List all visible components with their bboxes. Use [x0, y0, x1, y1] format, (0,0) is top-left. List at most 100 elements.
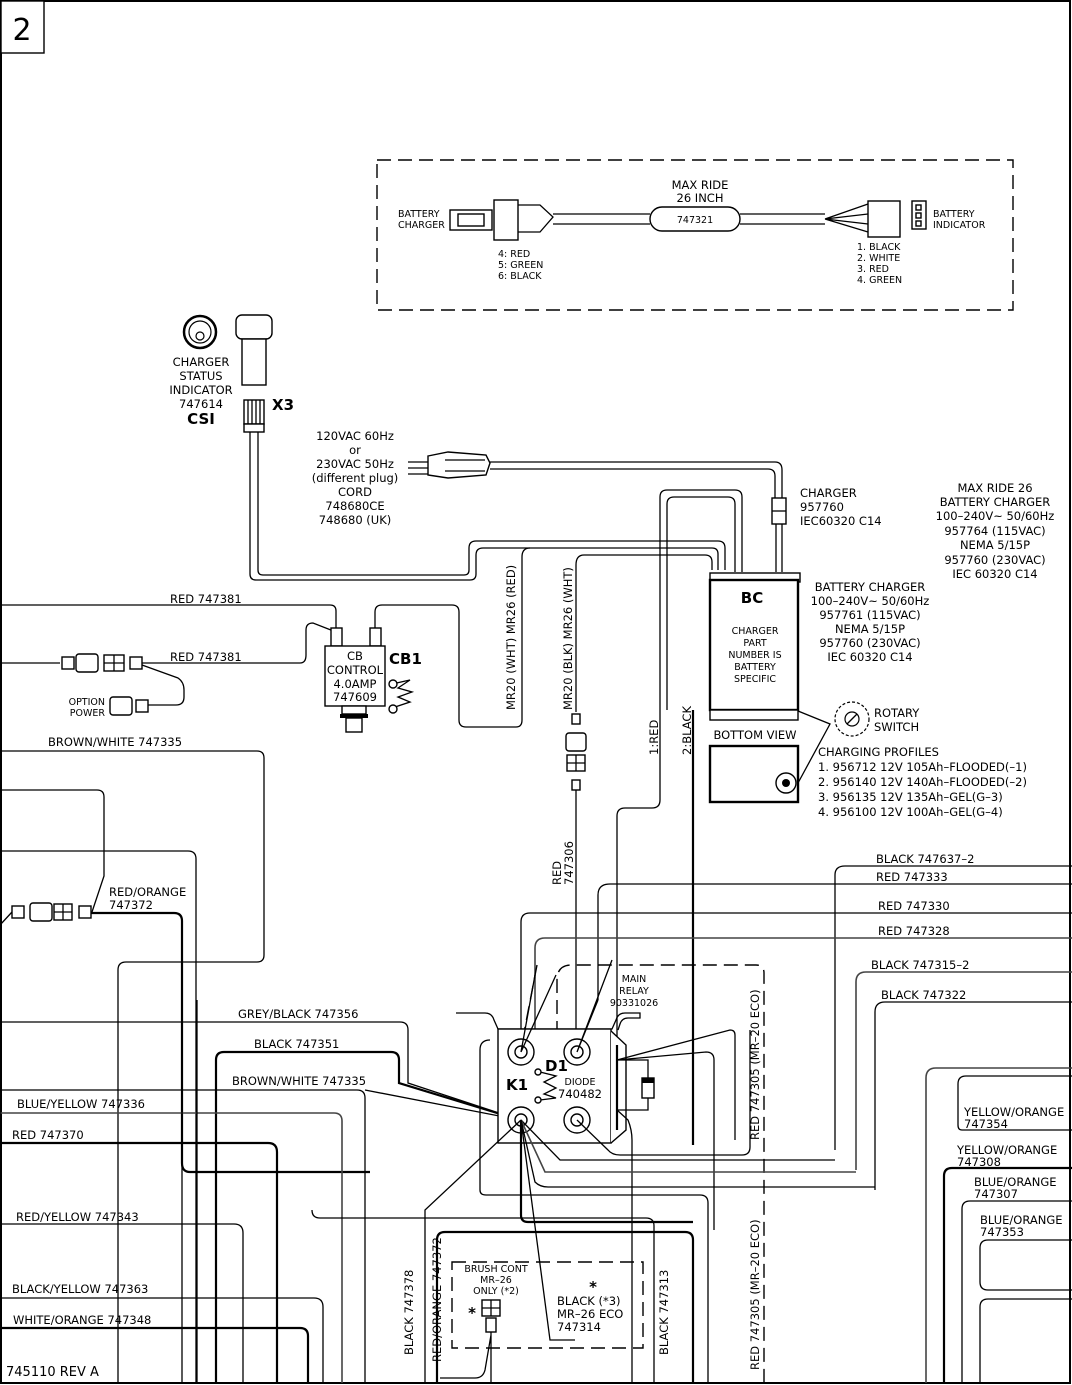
- wire-black-747315-2: [855, 971, 1072, 1170]
- wire-label-yellow-orange-747308-1: YELLOW/ORANGE: [956, 1143, 1057, 1157]
- max-ride-label-6: 957760 (230VAC): [944, 553, 1045, 567]
- rotary-switch-dot: [782, 779, 790, 787]
- wire-label-white-orange-747348: WHITE/ORANGE 747348: [13, 1313, 151, 1327]
- wire-label-red-orange-1: RED/ORANGE: [109, 885, 186, 899]
- indicator-pin-2: 2. WHITE: [857, 253, 900, 264]
- wire-far-right-inner: [979, 1298, 1072, 1383]
- main-relay-body: [456, 1012, 641, 1144]
- indicator-pin-1: 1. BLACK: [857, 242, 901, 253]
- charger-label-1: BATTERY CHARGER: [815, 580, 926, 594]
- x3-ref: X3: [272, 396, 294, 414]
- charger-inner-4: BATTERY: [734, 662, 776, 673]
- battery-charger-box: [708, 578, 800, 712]
- x3-connector-icon: [243, 399, 265, 433]
- inset-right-label-1: BATTERY: [933, 209, 975, 220]
- wire-red-747330: [520, 912, 1072, 1040]
- drawing-id: 745110 REV A: [6, 1365, 99, 1380]
- relay-top-wires: [520, 959, 613, 1053]
- csi-wire-outer: [249, 432, 719, 581]
- inset-left-label-2: CHARGER: [398, 220, 445, 231]
- relay-wire-eco: [520, 1119, 575, 1341]
- csi-label-2: STATUS: [179, 369, 222, 383]
- brush-asterisk: *: [468, 1304, 476, 1322]
- diode-wire-a: [616, 1029, 736, 1140]
- brush-title-3: ONLY (*2): [473, 1286, 519, 1297]
- wire-black-yellow-747363: [0, 1297, 324, 1383]
- inset-title-1: MAX RIDE: [672, 178, 729, 192]
- profile-1: 1. 956712 12V 105Ah–FLOODED(–1): [818, 760, 1027, 774]
- wire-label-red-747381-b: RED 747381: [170, 650, 242, 664]
- wire-label-red-747305-a: RED 747305 (MR–20 ECO): [748, 989, 762, 1140]
- wire-brown-white-747335-b: [0, 1089, 521, 1383]
- wire-label-blue-orange-747307-1: BLUE/ORANGE: [974, 1175, 1057, 1189]
- profiles-title: CHARGING PROFILES: [818, 745, 939, 759]
- red-orange-connector-icon: [11, 902, 92, 922]
- cable-part-tag: [649, 206, 741, 232]
- mr-wht-wire: [575, 554, 713, 712]
- inset-right-label-2: INDICATOR: [933, 220, 986, 231]
- wire-label-black-747637-2: BLACK 747637–2: [876, 852, 974, 866]
- eco-label-2: MR–26 ECO: [557, 1307, 623, 1321]
- option-connector-icon: [61, 653, 143, 673]
- eco-asterisk: *: [589, 1278, 597, 1296]
- rotary-label-1: ROTARY: [874, 706, 920, 720]
- cord-wire: [490, 461, 783, 498]
- coil-terminal-a: [534, 1068, 542, 1076]
- cable-part: 747321: [677, 215, 713, 226]
- wire-label-brown-white-747335-b: BROWN/WHITE 747335: [232, 1074, 366, 1088]
- profile-2: 2. 956140 12V 140Ah–FLOODED(–2): [818, 775, 1027, 789]
- option-power-label-2: POWER: [70, 708, 106, 719]
- wire-white-orange-747348: [0, 1326, 310, 1383]
- left-verticals: [181, 1000, 198, 1383]
- wire-red-747370: [0, 1141, 279, 1383]
- page-number-box: [0, 0, 45, 54]
- wire-label-red-747328: RED 747328: [878, 924, 950, 938]
- wire-label-mr-red: MR20 (WHT) MR26 (RED): [504, 565, 518, 710]
- wire-blue-orange-747307: [961, 1200, 1072, 1383]
- cable-inset-border: [376, 159, 1014, 311]
- csi-label-4: 747614: [179, 397, 223, 411]
- wire-label-red-747333: RED 747333: [876, 870, 948, 884]
- wire-red-747381-a: [0, 604, 337, 628]
- brush-connector-icon: [481, 1299, 501, 1333]
- page-number: 2: [12, 13, 31, 48]
- lead-to-connector: [0, 911, 13, 926]
- wire-yellow-orange-747354: [957, 1075, 1072, 1131]
- csi-lamp-icon: [235, 314, 273, 386]
- charger-label-3: 957761 (115VAC): [819, 608, 920, 622]
- cb-terminal-b: [388, 704, 398, 714]
- charger-inner-3: NUMBER IS: [728, 650, 781, 661]
- charger-label-2: 100–240V~ 50/60Hz: [811, 594, 930, 608]
- brush-title-2: MR–26: [480, 1275, 512, 1286]
- wire-blue-yellow-747336: [0, 1112, 343, 1383]
- charger-inner-2: PART: [743, 638, 767, 649]
- wire-label-black-yellow-747363: BLACK/YELLOW 747363: [12, 1282, 148, 1296]
- wire-grey-black-747356: [0, 1021, 521, 1121]
- wire-label-red-747330: RED 747330: [878, 899, 950, 913]
- cord-label-6: 748680CE: [325, 499, 384, 513]
- wire-black-747637-2: [834, 865, 1072, 1150]
- option-power-connector-icon: [109, 696, 149, 716]
- charger-status-indicator-icon: [182, 314, 218, 350]
- csi-label-1: CHARGER: [173, 355, 230, 369]
- cord-label-3: 230VAC 50Hz: [316, 457, 394, 471]
- charger-cord-drop: [775, 524, 783, 572]
- brush-box-border: [451, 1261, 644, 1349]
- wire-label-red-yellow-747343: RED/YELLOW 747343: [16, 1210, 139, 1224]
- wire-label-1-red: 1:RED: [647, 720, 661, 755]
- relay-label-1: MAIN: [622, 974, 647, 985]
- wire-left-vertical-196: [0, 850, 197, 1383]
- wire-label-grey-black-747356: GREY/BLACK 747356: [238, 1007, 358, 1021]
- wire-red-747328: [534, 937, 1072, 1040]
- cable-line-right: [740, 213, 825, 225]
- wire-label-black-747315-2: BLACK 747315–2: [871, 958, 969, 972]
- wire-label-red-747381-a: RED 747381: [170, 592, 242, 606]
- diode-ref: D1: [545, 1057, 568, 1075]
- wire-label-red-747305-b: RED 747305 (MR–20 ECO): [748, 1219, 762, 1370]
- cb-spring-icon: [391, 679, 415, 709]
- wire-label-mr-wht: MR20 (BLK) MR26 (WHT): [561, 567, 575, 710]
- cb-terminal-a: [388, 679, 398, 689]
- relay-wire-to-835: [520, 1119, 835, 1161]
- charger-output-wires: [659, 489, 743, 710]
- wire-label-blue-orange-747353-1: BLUE/ORANGE: [980, 1213, 1063, 1227]
